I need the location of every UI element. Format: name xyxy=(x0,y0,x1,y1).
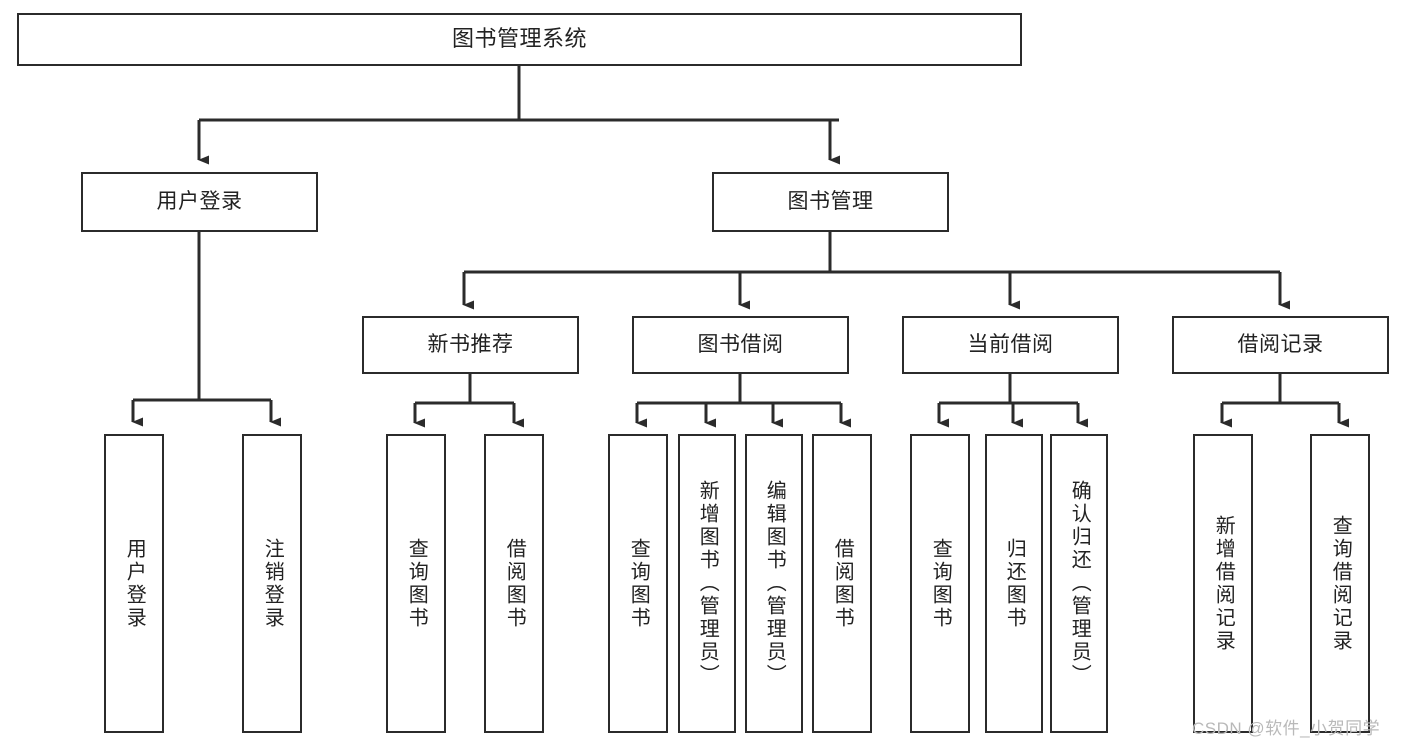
leaf-borrow-book[interactable]: 借阅图书 xyxy=(812,434,872,733)
node-user-login-label: 用户登录 xyxy=(156,190,243,214)
leaf-query-book-recommend[interactable]: 查询图书 xyxy=(386,434,446,733)
leaf-query-book-current-label: 查询图书 xyxy=(929,537,952,630)
leaf-borrow-book-label: 借阅图书 xyxy=(831,537,854,630)
node-new-book-recommend[interactable]: 新书推荐 xyxy=(362,316,579,374)
leaf-user-login[interactable]: 用户登录 xyxy=(104,434,164,733)
leaf-borrow-book-recommend-label: 借阅图书 xyxy=(503,537,526,630)
leaf-return-book-label: 归还图书 xyxy=(1003,537,1026,630)
node-borrow-record[interactable]: 借阅记录 xyxy=(1172,316,1389,374)
leaf-user-login-label: 用户登录 xyxy=(123,537,146,630)
node-root-label: 图书管理系统 xyxy=(451,26,587,52)
node-current-borrow[interactable]: 当前借阅 xyxy=(902,316,1119,374)
leaf-confirm-return-label: 确认归还（管理员） xyxy=(1068,480,1091,687)
leaf-add-borrow-record-label: 新增借阅记录 xyxy=(1212,514,1235,653)
node-book-borrow[interactable]: 图书借阅 xyxy=(632,316,849,374)
leaf-add-book[interactable]: 新增图书（管理员） xyxy=(678,434,736,733)
node-new-book-recommend-label: 新书推荐 xyxy=(427,333,514,357)
leaf-edit-book-label: 编辑图书（管理员） xyxy=(763,480,786,687)
node-root[interactable]: 图书管理系统 xyxy=(17,13,1022,66)
csdn-watermark: CSDN @软件_小贺同学 xyxy=(1192,719,1381,738)
leaf-query-borrow-record-label: 查询借阅记录 xyxy=(1329,514,1352,653)
node-current-borrow-label: 当前借阅 xyxy=(967,333,1054,357)
node-user-login[interactable]: 用户登录 xyxy=(81,172,318,232)
leaf-confirm-return[interactable]: 确认归还（管理员） xyxy=(1050,434,1108,733)
leaf-query-book-borrow-label: 查询图书 xyxy=(627,537,650,630)
node-borrow-record-label: 借阅记录 xyxy=(1237,333,1324,357)
node-book-management-label: 图书管理 xyxy=(787,190,874,214)
leaf-borrow-book-recommend[interactable]: 借阅图书 xyxy=(484,434,544,733)
leaf-return-book[interactable]: 归还图书 xyxy=(985,434,1043,733)
node-book-management[interactable]: 图书管理 xyxy=(712,172,949,232)
leaf-add-borrow-record[interactable]: 新增借阅记录 xyxy=(1193,434,1253,733)
leaf-add-book-label: 新增图书（管理员） xyxy=(696,480,719,687)
leaf-logout-label: 注销登录 xyxy=(261,537,284,630)
leaf-logout[interactable]: 注销登录 xyxy=(242,434,302,733)
leaf-query-book-borrow[interactable]: 查询图书 xyxy=(608,434,668,733)
leaf-query-book-recommend-label: 查询图书 xyxy=(405,537,428,630)
node-book-borrow-label: 图书借阅 xyxy=(697,333,784,357)
leaf-query-borrow-record[interactable]: 查询借阅记录 xyxy=(1310,434,1370,733)
leaf-edit-book[interactable]: 编辑图书（管理员） xyxy=(745,434,803,733)
leaf-query-book-current[interactable]: 查询图书 xyxy=(910,434,970,733)
